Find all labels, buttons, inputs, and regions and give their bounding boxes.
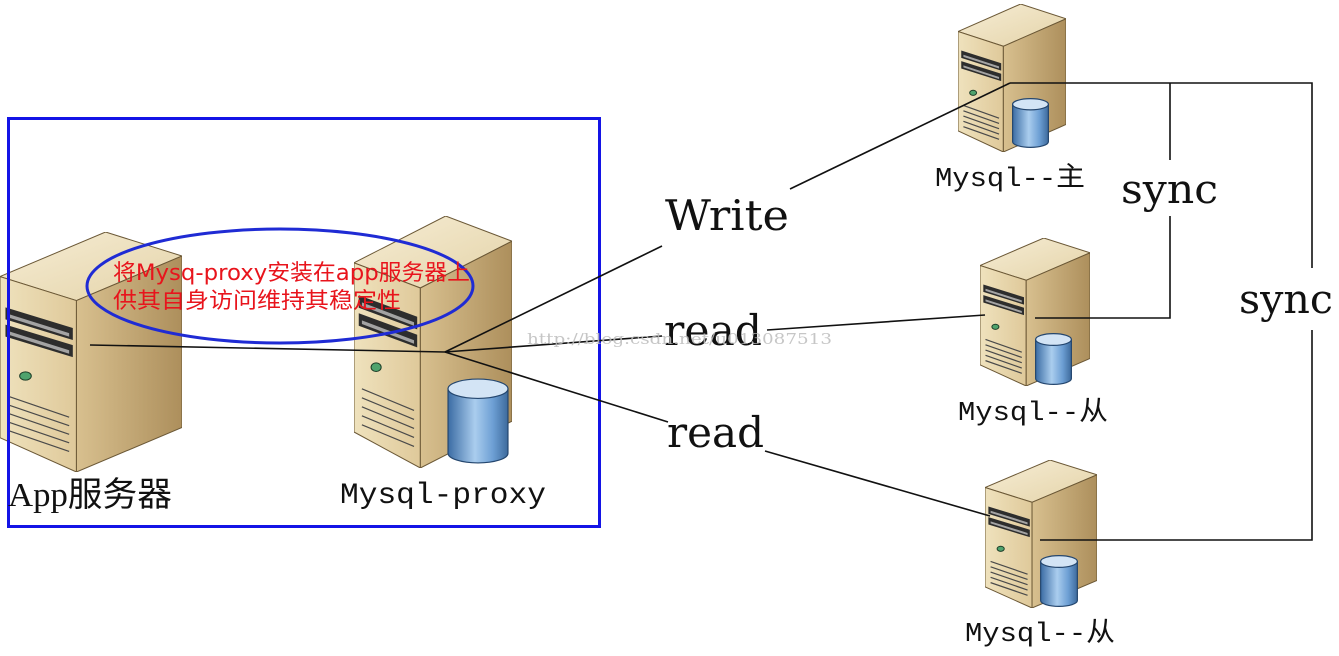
read-2-label: read [667, 408, 764, 457]
sync-outer-connector-bottom [1040, 330, 1313, 541]
proxy-to-read-2-connector [444, 351, 669, 423]
proxy-to-write-connector [444, 245, 663, 353]
annotation-ellipse [85, 227, 475, 345]
read-1-label: read [664, 306, 762, 355]
watermark-text: http://blog.csdn.net/u013087513 [527, 330, 832, 348]
sync-inner-connector-bottom [1035, 216, 1171, 319]
proxy-label: Mysql-proxy [340, 479, 546, 513]
write-to-master-connector [789, 82, 1011, 190]
slave-2-label: Mysql--从 [965, 618, 1115, 650]
sync-1-label: sync [1121, 167, 1218, 213]
proxy-database-icon [447, 378, 509, 464]
sync-outer-connector-top [1010, 82, 1313, 268]
proxy-to-read-1-connector [444, 335, 663, 353]
app-to-proxy-connector [89, 344, 446, 353]
read-2-to-slave-2-connector [764, 450, 991, 517]
app-host-group-frame [7, 117, 601, 528]
annotation-line-1: 将Mysq-proxy安装在app服务器上 [113, 261, 470, 286]
sync-2-label: sync [1239, 277, 1333, 323]
master-database-icon [1012, 98, 1049, 148]
app-server-label: App服务器 [8, 476, 172, 514]
master-label: Mysql--主 [935, 162, 1085, 195]
read-1-to-slave-1-connector [766, 314, 986, 331]
write-label: Write [665, 191, 789, 240]
slave-1-server-icon [980, 238, 1090, 386]
master-server-icon [958, 4, 1066, 152]
slave-1-label: Mysql--从 [958, 397, 1108, 429]
slave-2-database-icon [1040, 555, 1078, 607]
annotation-line-2: 供其自身访问维持其稳定性 [113, 289, 401, 314]
slave-1-database-icon [1035, 333, 1072, 385]
